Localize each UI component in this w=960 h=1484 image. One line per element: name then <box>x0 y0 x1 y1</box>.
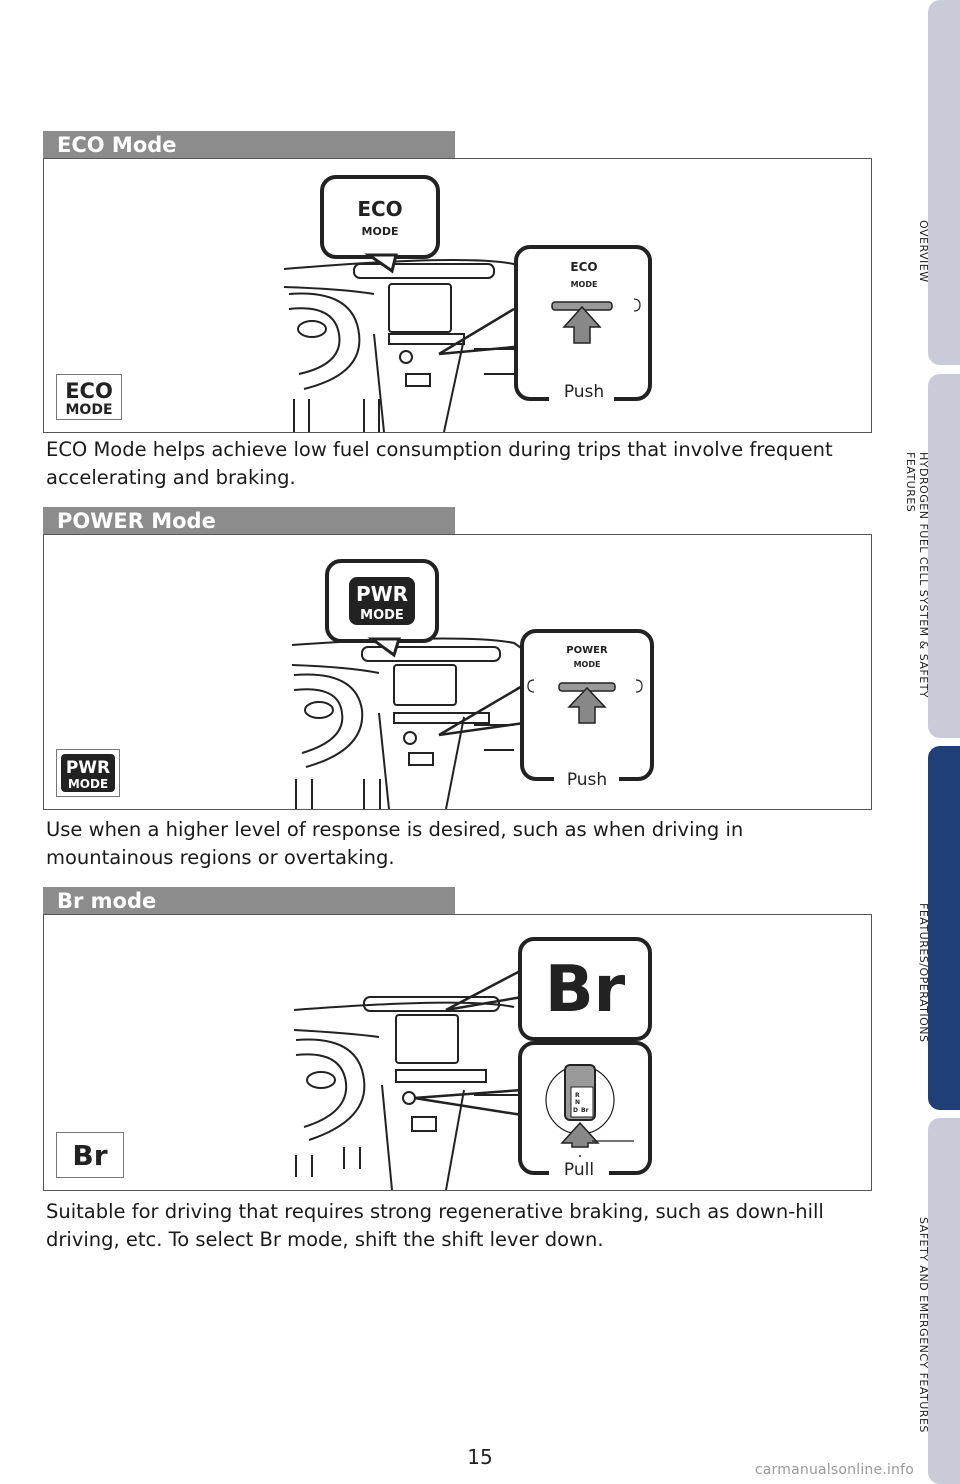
br-illustration-frame: Br R N D Br Pull Br <box>43 914 872 1191</box>
eco-illustration-frame: ECO MODE ECO MODE Push ECO MODE <box>43 158 872 433</box>
br-shifter-detail: R N D Br Pull <box>518 1041 652 1180</box>
section-title: ECO Mode <box>57 133 177 157</box>
br-mode-badge: Br <box>56 1132 124 1178</box>
eco-callout-bubble: ECO MODE <box>320 175 440 274</box>
side-tab-label-overview: OVERVIEW <box>917 219 930 283</box>
power-description: Use when a higher level of response is d… <box>46 818 744 869</box>
br-callout-bubble: Br <box>518 937 652 1041</box>
section-header-br: Br mode <box>43 887 455 915</box>
eco-button-detail: ECO MODE Push <box>514 245 652 403</box>
section-header-eco: ECO Mode <box>43 131 455 159</box>
eco-push-label: Push <box>564 382 604 402</box>
svg-text:POWER: POWER <box>566 645 608 656</box>
br-description: Suitable for driving that requires stron… <box>46 1200 824 1251</box>
eco-callout-line1: ECO <box>357 197 402 221</box>
svg-text:N: N <box>575 1099 580 1106</box>
side-tab-hydrogen[interactable] <box>928 374 960 738</box>
svg-text:MODE: MODE <box>571 280 598 289</box>
side-tab-overview[interactable] <box>928 0 960 365</box>
power-button-detail: POWER MODE Push <box>520 629 654 790</box>
svg-text:ECO: ECO <box>65 379 113 403</box>
page-number: 15 <box>467 1445 493 1469</box>
dashboard-illustration: ECO MODE ECO MODE Push <box>283 175 652 432</box>
eco-description: ECO Mode helps achieve low fuel consumpt… <box>46 438 833 489</box>
power-mode-badge: PWR MODE <box>56 749 120 797</box>
svg-text:D: D <box>573 1107 578 1114</box>
power-callout-line1: PWR <box>356 582 408 606</box>
power-callout-bubble: PWR MODE <box>325 559 439 658</box>
dashboard-illustration: PWR MODE POWER MODE Push <box>291 559 654 809</box>
svg-text:ECO: ECO <box>570 260 597 274</box>
svg-text:R: R <box>575 1092 580 1099</box>
power-callout-line2: MODE <box>360 608 404 623</box>
side-tab-label-safety-emergency: SAFETY AND EMERGENCY FEATURES <box>917 1217 930 1433</box>
svg-text:MODE: MODE <box>65 402 112 418</box>
svg-text:MODE: MODE <box>574 660 601 669</box>
watermark: carmanualsonline.info <box>754 1462 914 1478</box>
svg-text:Br: Br <box>581 1107 589 1114</box>
side-tab-label-hydrogen: HYDROGEN FUEL CELL SYSTEM & SAFETY FEATU… <box>904 452 930 699</box>
br-pull-label: Pull <box>564 1160 594 1180</box>
eco-mode-badge: ECO MODE <box>56 374 122 420</box>
power-push-label: Push <box>567 770 607 790</box>
br-callout-text: Br <box>545 953 626 1027</box>
section-title: POWER Mode <box>57 509 216 533</box>
svg-text:MODE: MODE <box>68 777 108 791</box>
section-header-power: POWER Mode <box>43 507 455 535</box>
eco-callout-line2: MODE <box>362 225 399 238</box>
svg-text:PWR: PWR <box>66 758 110 778</box>
side-tab-label-features-operations: FEATURES/OPERATIONS <box>917 903 930 1043</box>
power-illustration-frame: PWR MODE POWER MODE Push PWR MODE <box>43 534 872 810</box>
side-tab-safety-emergency[interactable] <box>928 1118 960 1484</box>
dashboard-illustration: Br R N D Br Pull <box>293 937 652 1190</box>
section-title: Br mode <box>57 889 157 913</box>
side-tab-features-operations[interactable] <box>928 746 960 1110</box>
